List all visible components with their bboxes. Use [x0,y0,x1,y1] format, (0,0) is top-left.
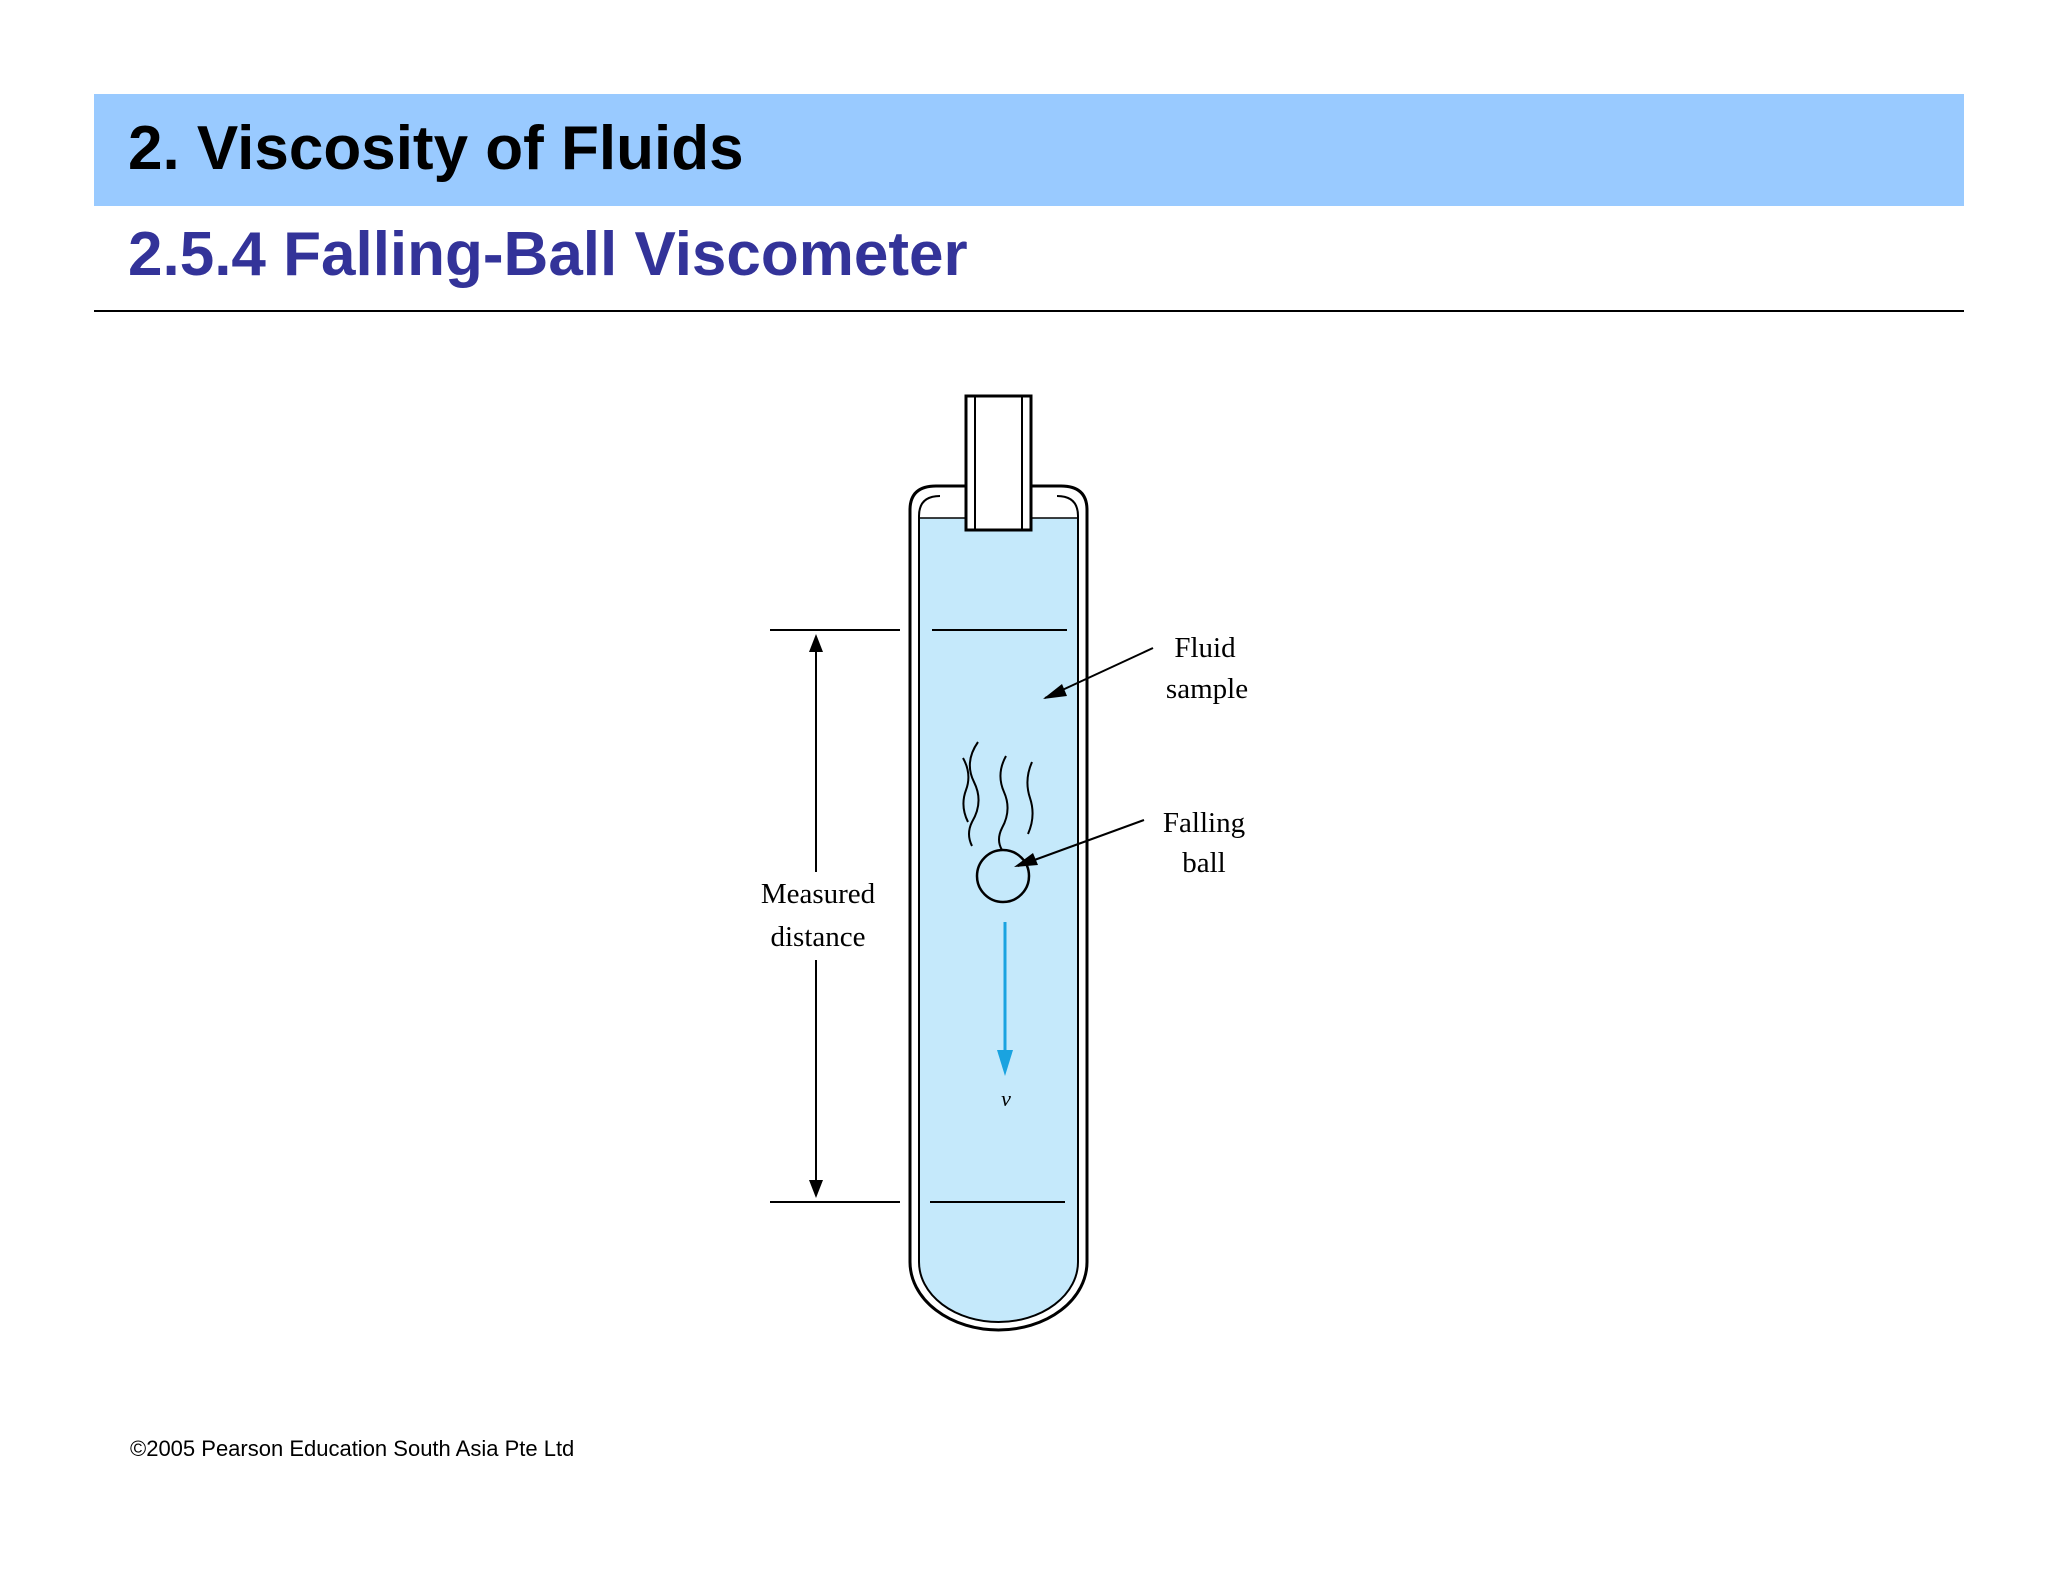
fluid-sample-label-line2: sample [1166,673,1248,705]
copyright-notice: ©2005 Pearson Education South Asia Pte L… [130,1436,575,1461]
tube-outer-wall [908,484,1089,1332]
falling-ball-label-line2: ball [1182,847,1226,879]
wake-line-2 [962,757,970,823]
dimension-arrowhead-up [809,634,823,652]
fluid-sample-fill [919,518,1078,1323]
falling-ball-label-line1: Falling [1163,807,1245,839]
wake-line-4 [1026,761,1034,835]
falling-ball-pointer [1017,819,1145,867]
tube-inner-wall [918,495,1079,1323]
fluid-sample-label-line1: Fluid [1174,632,1236,664]
falling-ball-pointer-head [1014,853,1038,867]
measured-distance-label-line2: distance [770,921,865,953]
velocity-label: v [1001,1086,1011,1111]
measured-distance-label-line1: Measured [761,878,876,910]
dimension-arrowhead-down [809,1180,823,1198]
fluid-sample-pointer-head [1043,684,1067,699]
wake-line-1 [968,741,980,847]
velocity-arrowhead [997,1050,1013,1076]
title-band [94,94,1964,206]
stopper [964,394,1033,532]
falling-ball-viscometer-diagram: Measured distance v Fluid sample Falling… [761,394,1248,1332]
title-divider [94,310,1964,312]
slide-subtitle: 2.5.4 Falling-Ball Viscometer [128,220,968,289]
slide-title: 2. Viscosity of Fluids [128,114,744,183]
falling-ball [975,848,1031,904]
wake-line-3 [998,755,1009,851]
